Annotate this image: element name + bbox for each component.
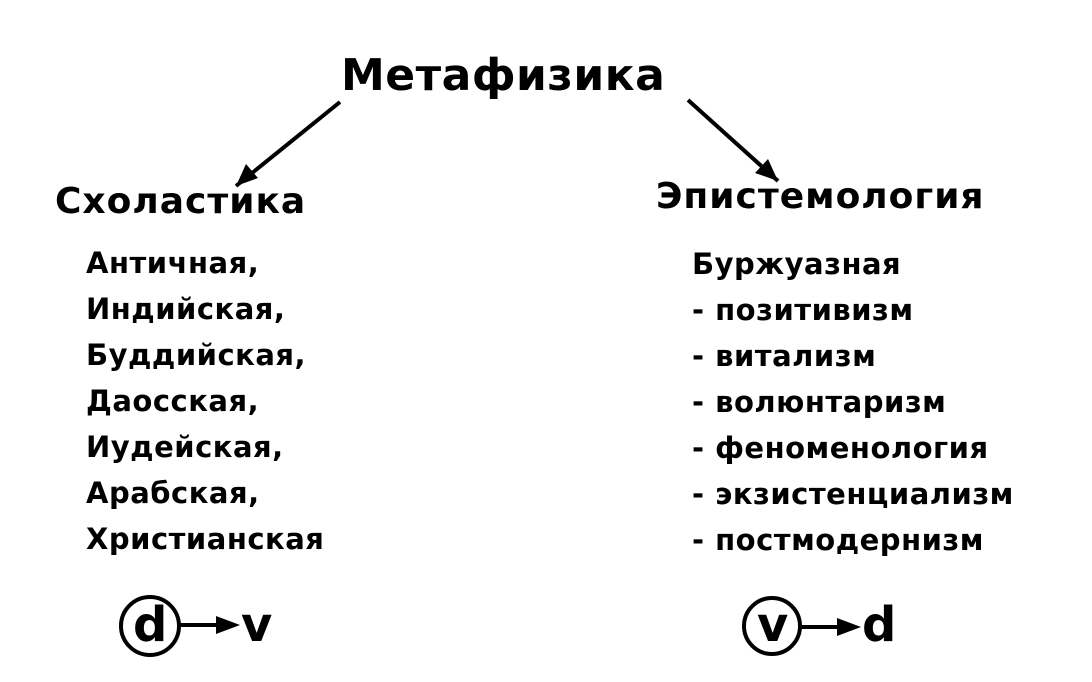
right-formula-target-letter: d <box>862 597 897 653</box>
left-list-item: Христианская <box>86 522 325 556</box>
arrow-head-left <box>236 164 258 186</box>
right-formula-circled-letter: v <box>757 597 789 653</box>
left-list-item: Даосская, <box>86 384 260 418</box>
right-list-item: - постмодернизм <box>692 523 984 557</box>
left-list-item: Арабская, <box>86 476 260 510</box>
left-formula-arrow-head <box>216 616 240 634</box>
right-list-item: - экзистенциализм <box>692 477 1014 511</box>
left-list-item: Античная, <box>86 246 260 280</box>
diagram-title: Метафизика <box>341 50 666 101</box>
left-formula-target-letter: v <box>241 597 273 653</box>
right-list-item: - феноменология <box>692 431 989 465</box>
left-heading: Схоластика <box>55 181 307 222</box>
right-list-item: Буржуазная <box>692 247 902 281</box>
right-list-item: - волюнтаризм <box>692 385 947 419</box>
arrow-head-right <box>755 159 778 181</box>
right-list-item: - позитивизм <box>692 293 914 327</box>
right-heading: Эпистемология <box>656 176 985 217</box>
left-list-item: Буддийская, <box>86 338 307 372</box>
right-list-item: - витализм <box>692 339 877 373</box>
left-formula-circled-letter: d <box>133 597 168 653</box>
right-list: Буржуазная - позитивизм - витализм - вол… <box>692 241 1014 563</box>
left-list-item: Иудейская, <box>86 430 284 464</box>
arrow-title-to-scholastics <box>234 100 342 188</box>
left-list: Античная, Индийская, Буддийская, Даосска… <box>86 240 324 562</box>
right-formula-arrow-head <box>837 618 861 636</box>
left-list-item: Индийская, <box>86 292 286 326</box>
